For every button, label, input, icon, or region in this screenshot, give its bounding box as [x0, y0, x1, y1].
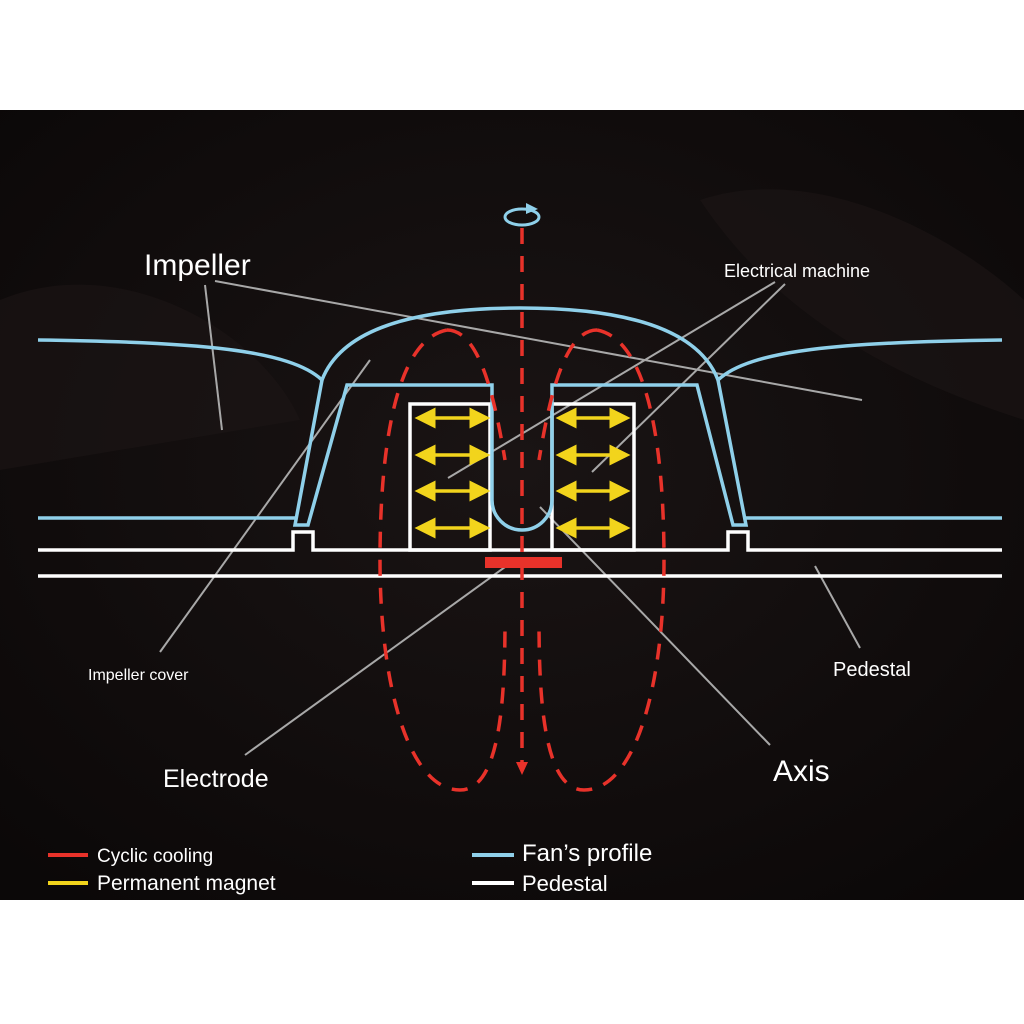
- leader-electrical-machine-1: [447, 281, 776, 479]
- legend-label-magnet: Permanent magnet: [97, 872, 276, 895]
- legend-label-cooling: Cyclic cooling: [97, 846, 213, 867]
- fan-profile: [37, 306, 1003, 532]
- leader-lines: [159, 280, 863, 756]
- cooling-loop-right: [537, 328, 666, 792]
- cooling-arrowhead-icon: [516, 762, 528, 775]
- legend-label-fan-profile: Fan’s profile: [522, 840, 652, 867]
- leader-axis: [539, 506, 771, 746]
- electrode: [485, 557, 562, 568]
- cooling-loop-left: [378, 328, 507, 792]
- leader-electrical-machine-2: [591, 283, 786, 473]
- label-axis: Axis: [773, 755, 830, 788]
- cyclic-cooling-flow: [378, 228, 666, 792]
- label-impeller-cover: Impeller cover: [88, 667, 189, 684]
- legend-label-pedestal: Pedestal: [522, 871, 608, 896]
- leader-electrode: [244, 561, 513, 756]
- label-impeller: Impeller: [144, 249, 251, 282]
- legend: Cyclic cooling Permanent magnet Fan’s pr…: [48, 840, 652, 896]
- leader-impeller-1: [204, 284, 223, 431]
- leader-impeller-2: [214, 280, 863, 401]
- leader-pedestal: [814, 565, 861, 649]
- rotation-arrow-icon: [503, 203, 541, 227]
- label-electrical-machine: Electrical machine: [724, 261, 870, 281]
- permanent-magnet-arrows: [414, 407, 631, 539]
- background-blade-shadow: [0, 284, 300, 470]
- background-blade-shadow: [700, 189, 1024, 420]
- leader-impeller-cover: [159, 359, 371, 653]
- label-pedestal: Pedestal: [833, 659, 911, 681]
- label-electrode: Electrode: [163, 765, 269, 793]
- magnet-housing-left: [408, 402, 492, 552]
